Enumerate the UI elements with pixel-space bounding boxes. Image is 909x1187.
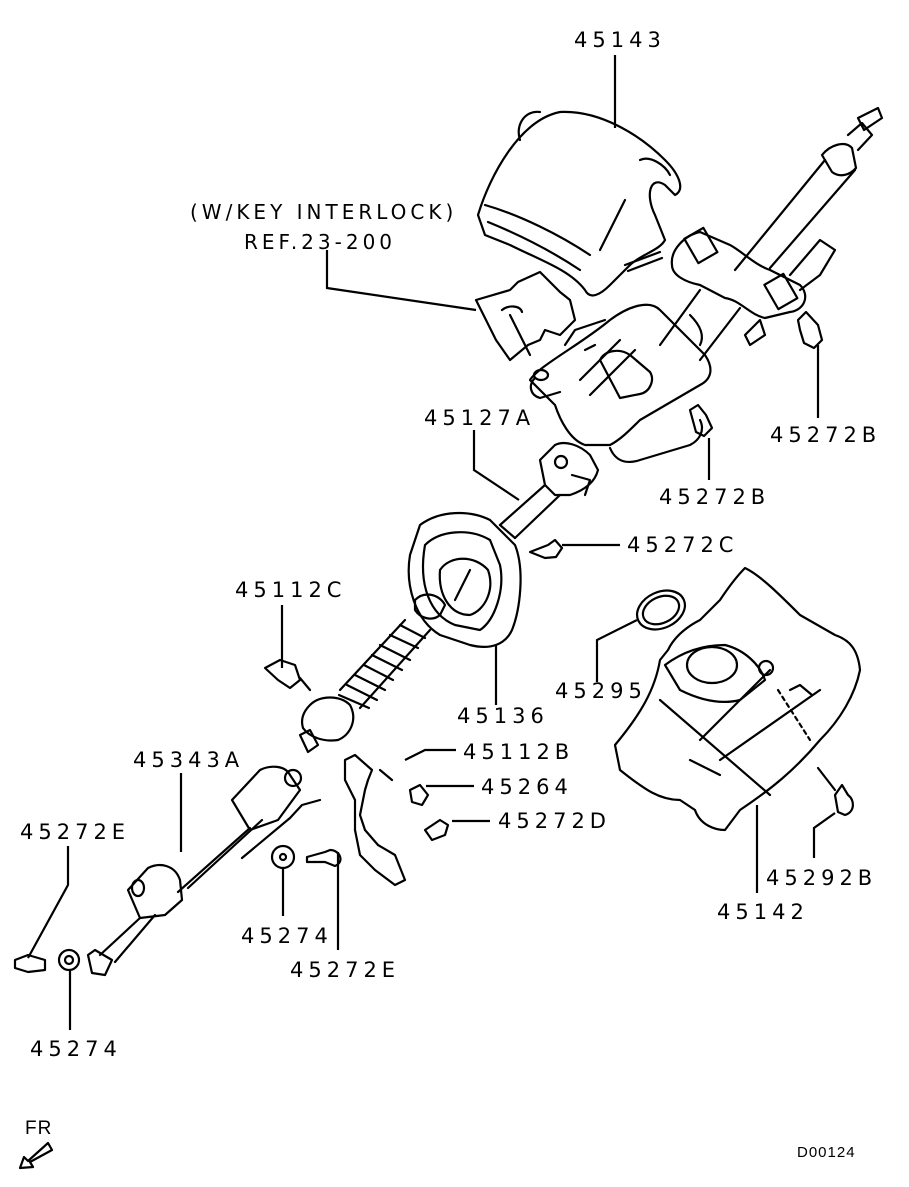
part-label-45272C[interactable]: 45272C xyxy=(627,533,739,557)
part-label-45272E-left[interactable]: 45272E xyxy=(20,820,131,844)
note-reference[interactable]: REF.23-200 xyxy=(244,230,397,254)
column-dust-cover-45136[interactable] xyxy=(407,511,522,648)
steering-column-45127A[interactable] xyxy=(474,106,884,540)
part-label-45343A[interactable]: 45343A xyxy=(133,748,245,772)
front-direction-arrow-icon xyxy=(18,1141,54,1170)
bracket-45112B[interactable] xyxy=(343,753,407,887)
part-label-45136[interactable]: 45136 xyxy=(457,704,549,728)
leader-lines xyxy=(27,55,836,1030)
part-label-45292B[interactable]: 45292B xyxy=(766,866,878,890)
part-label-45272E-center[interactable]: 45272E xyxy=(290,958,401,982)
lower-column-cover-45142[interactable] xyxy=(613,566,862,832)
part-label-45112B[interactable]: 45112B xyxy=(463,740,575,764)
intermediate-shaft-45343A[interactable] xyxy=(86,765,322,977)
nut-45264[interactable] xyxy=(408,783,430,807)
part-label-45127A[interactable]: 45127A xyxy=(424,406,536,430)
bolt-45272D[interactable] xyxy=(423,818,450,842)
part-label-45142[interactable]: 45142 xyxy=(717,900,809,924)
part-label-45272D[interactable]: 45272D xyxy=(498,809,611,833)
diagram-code: D00124 xyxy=(797,1144,856,1161)
steering-boot[interactable] xyxy=(298,593,447,754)
part-label-45274-center[interactable]: 45274 xyxy=(241,924,333,948)
note-key-interlock: (W/KEY INTERLOCK) xyxy=(190,200,458,224)
upper-column-cover-45143[interactable] xyxy=(476,110,682,297)
ring-45295[interactable] xyxy=(631,583,692,637)
part-label-45264[interactable]: 45264 xyxy=(481,775,573,799)
nut-45274-center[interactable] xyxy=(270,844,296,870)
bolt-45272E-center[interactable] xyxy=(305,848,342,868)
part-label-45272B-upper[interactable]: 45272B xyxy=(770,423,882,447)
screw-45292B[interactable] xyxy=(816,766,854,817)
part-label-45112C[interactable]: 45112C xyxy=(235,578,347,602)
part-label-45274-left[interactable]: 45274 xyxy=(30,1037,122,1061)
part-label-45143[interactable]: 45143 xyxy=(574,28,666,52)
nut-45274-left[interactable] xyxy=(57,948,81,972)
bolt-45272C[interactable] xyxy=(528,538,564,560)
front-direction-label: FR xyxy=(25,1118,53,1139)
part-label-45272B-center[interactable]: 45272B xyxy=(659,485,771,509)
clamp-45112C[interactable] xyxy=(263,658,312,692)
bolt-45272E-left[interactable] xyxy=(13,953,47,974)
part-label-45295[interactable]: 45295 xyxy=(555,679,647,703)
